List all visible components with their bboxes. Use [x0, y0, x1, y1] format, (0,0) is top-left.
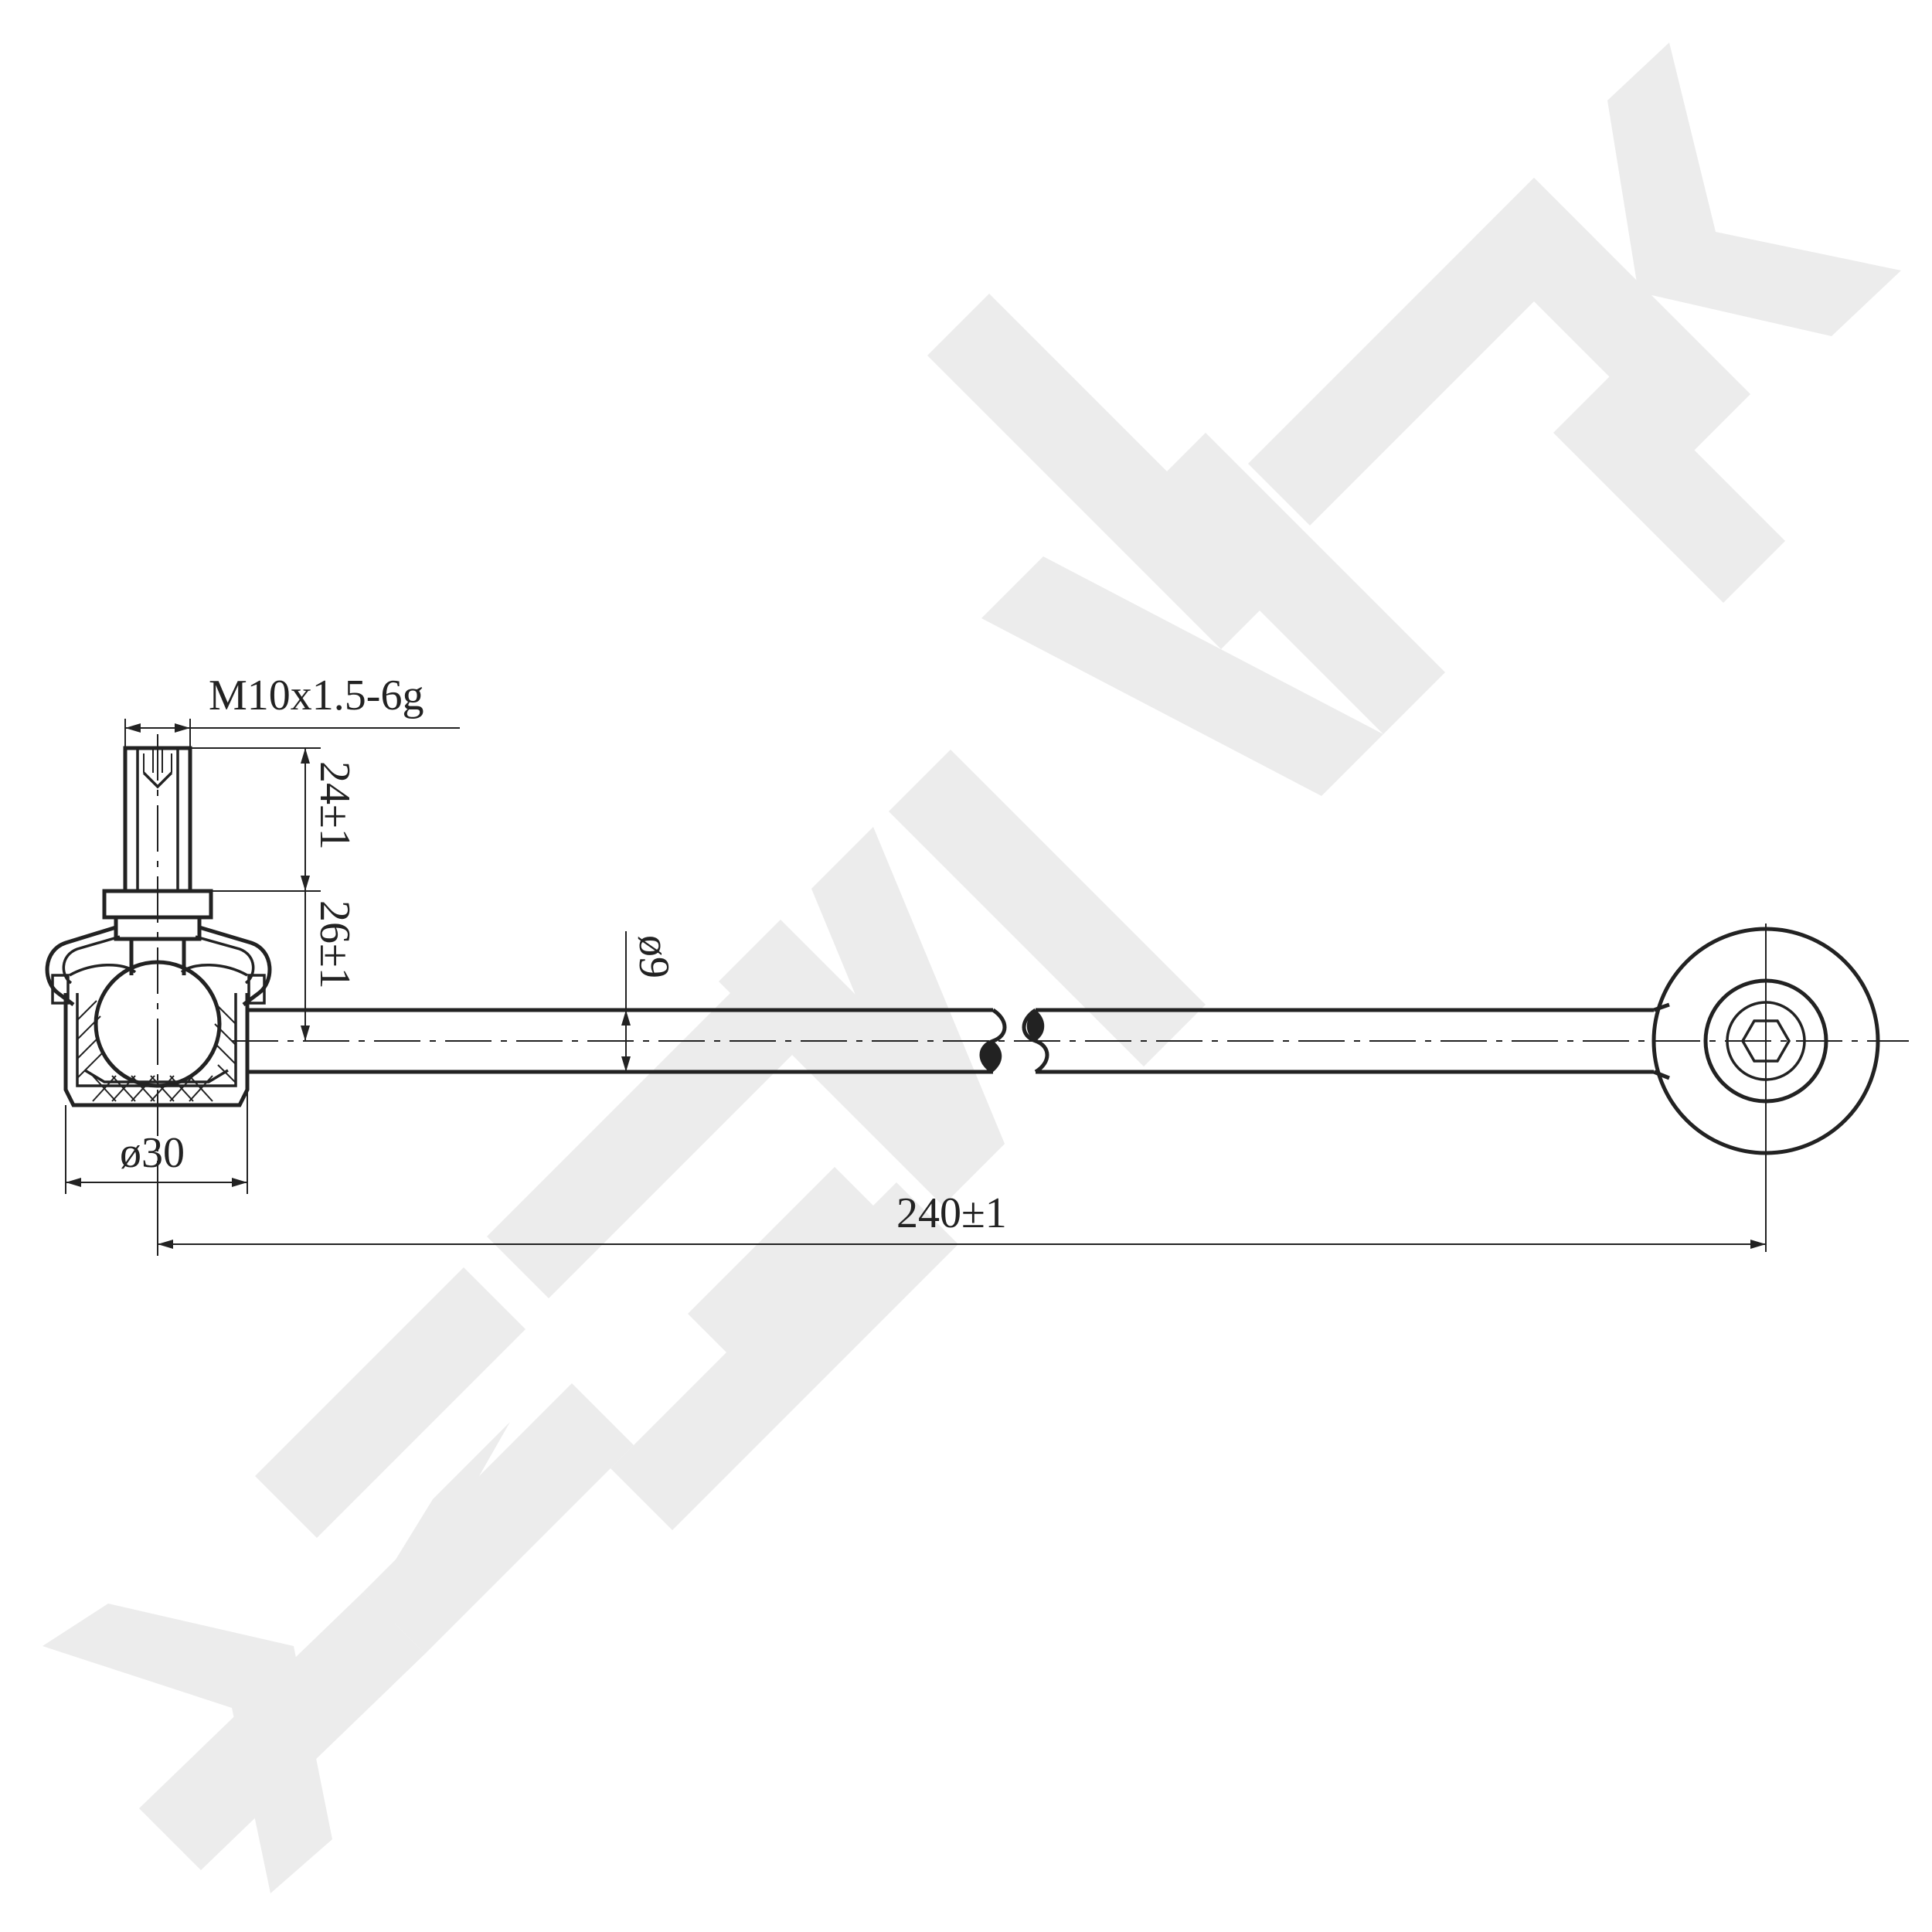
dimension-housing-diameter	[65, 1090, 248, 1194]
watermark-logo	[43, 43, 1901, 1893]
dimension-overall-length	[157, 1194, 1766, 1256]
dimension-stud-length	[190, 747, 321, 892]
dimension-rod-diameter	[621, 931, 631, 1072]
stud-height-label: 26±1	[311, 900, 359, 989]
thread-label: M10x1.5-6g	[209, 672, 423, 719]
stabilizer-rod	[232, 1008, 1909, 1074]
housing-diameter-label: ø30	[120, 1129, 185, 1177]
stud-length-label: 24±1	[311, 761, 359, 850]
rod-diameter-label: ø9	[630, 935, 678, 978]
dimension-thread	[124, 719, 460, 748]
ball-joint-housing	[45, 734, 272, 1198]
rod-eye	[1651, 923, 1880, 1252]
overall-length-label: 240±1	[896, 1189, 1007, 1237]
dimension-stud-height	[301, 891, 310, 1041]
